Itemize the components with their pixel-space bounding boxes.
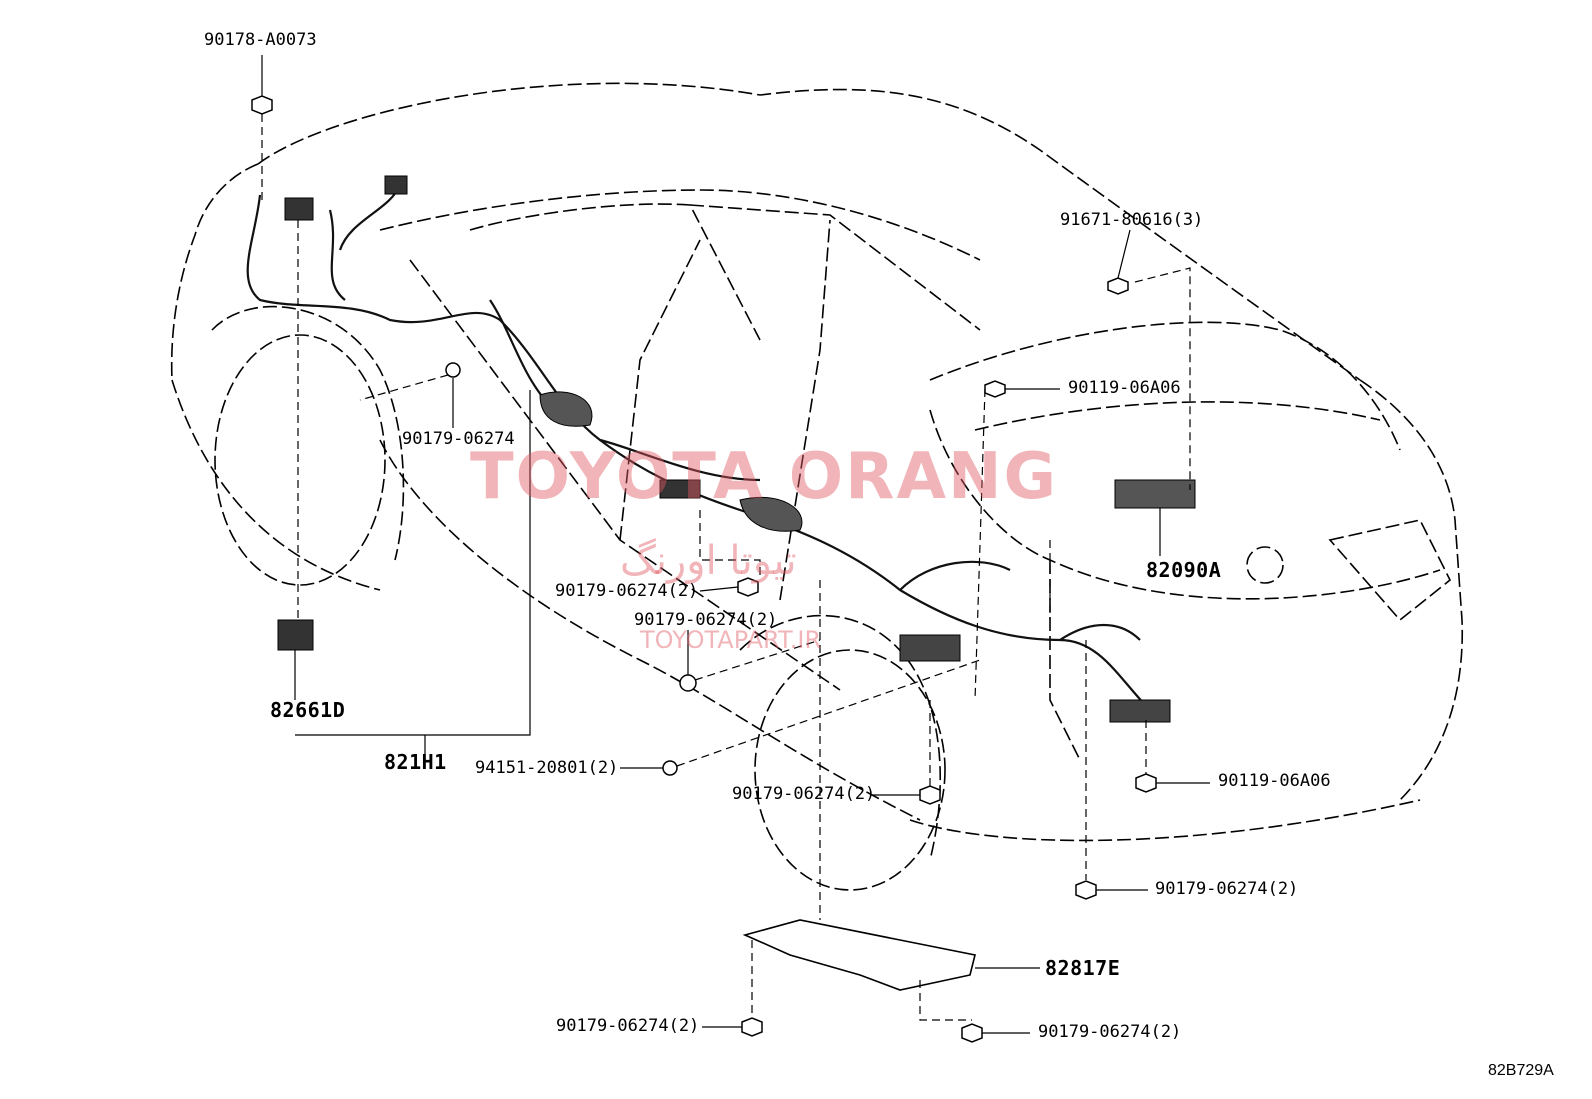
connector-82090A: [1114, 479, 1196, 509]
front-wheel-arch: [211, 305, 405, 561]
sill-line: [379, 439, 921, 821]
diagram-code: 82B729A: [1488, 1062, 1554, 1079]
harness-branch-2: [599, 438, 761, 482]
rear-wheel: [754, 649, 946, 891]
label-90178-A0073: 90178-A0073: [204, 30, 317, 50]
rear-emblem: [1246, 546, 1284, 584]
rear-bumper: [909, 799, 1421, 842]
rear-corner: [1359, 379, 1464, 801]
watermark-persian: تیوتا اورنگ: [620, 538, 797, 584]
harness-branch-3: [899, 560, 1011, 591]
label-90179-06274-g: 90179-06274(2): [1038, 1022, 1182, 1042]
label-90179-06274-b: 90179-06274(2): [555, 581, 699, 601]
leader-91671: [1117, 229, 1131, 279]
label-821H1: 821H1: [384, 750, 447, 774]
connector-mid: [659, 479, 701, 499]
clip-90179-b: [737, 577, 759, 597]
dash-90119-top: [974, 388, 986, 701]
front-bumper: [171, 379, 381, 591]
bolt-90119-top: [984, 380, 1006, 398]
clip-90179-d: [919, 785, 941, 805]
tailgate: [929, 409, 1441, 600]
clip-90179-f: [741, 1017, 763, 1037]
connector-rear-2: [1109, 699, 1171, 723]
dash-90179-a: [359, 374, 449, 401]
rear-glass-top: [929, 321, 1401, 451]
label-82817E: 82817E: [1045, 956, 1121, 980]
label-90119-06A06-bot: 90119-06A06: [1218, 771, 1331, 791]
hood-front: [170, 163, 259, 381]
rear-glass-bottom: [974, 401, 1381, 431]
leader-90179-b: [699, 586, 739, 592]
clip-90179-a: [445, 362, 461, 378]
screw-91671: [1107, 277, 1129, 295]
dash-90179-b: [699, 510, 761, 580]
clamp-1: [539, 391, 593, 427]
label-90179-06274-e: 90179-06274(2): [1155, 879, 1299, 899]
dash-94151: [676, 659, 981, 767]
floor-cover-82817E: [742, 919, 976, 991]
label-90119-06A06-top: 90119-06A06: [1068, 378, 1181, 398]
front-window: [469, 203, 761, 341]
label-91671-80616: 91671-80616(3): [1060, 210, 1204, 230]
clip-90179-g: [961, 1023, 983, 1043]
connector-rear-1: [899, 634, 961, 662]
harness-main: [246, 194, 1151, 711]
clamp-2: [739, 496, 803, 532]
bracket-821H1: [295, 390, 531, 736]
rear-window: [689, 204, 981, 331]
harness-branch-6: [338, 184, 402, 251]
connector-front: [284, 197, 314, 221]
harness-branch-4: [1059, 623, 1141, 641]
harness-branch-1: [489, 299, 546, 401]
dash-90179-g: [919, 980, 972, 1021]
watermark-site: TOYOTAPART.IR: [640, 626, 822, 654]
dash-91671: [1134, 267, 1191, 490]
clip-90179-c: [679, 674, 697, 692]
rear-quarter: [1049, 560, 1081, 761]
tail-lamp: [1328, 519, 1452, 622]
connector-top: [384, 175, 408, 195]
grommet-94151: [662, 760, 678, 776]
roof-line: [257, 82, 1361, 381]
windshield-top: [379, 189, 981, 261]
connector-82661D: [277, 619, 314, 651]
front-wheel: [214, 334, 386, 586]
label-90179-06274-c: 90179-06274(2): [634, 610, 778, 630]
label-94151-20801: 94151-20801(2): [475, 758, 619, 778]
harness-branch-5: [328, 209, 346, 301]
label-90179-06274-f: 90179-06274(2): [556, 1016, 700, 1036]
dash-90179-c: [694, 639, 821, 681]
watermark-main: TOYOTA ORANG: [470, 440, 1059, 514]
label-82090A: 82090A: [1146, 558, 1222, 582]
a-pillar: [619, 239, 701, 541]
bolt-90119-bot: [1135, 773, 1157, 793]
label-90179-06274-d: 90179-06274(2): [732, 784, 876, 804]
label-82661D: 82661D: [270, 698, 346, 722]
clip-90178: [251, 95, 273, 115]
label-90179-06274-a: 90179-06274: [402, 429, 515, 449]
clip-90179-e: [1075, 880, 1097, 900]
